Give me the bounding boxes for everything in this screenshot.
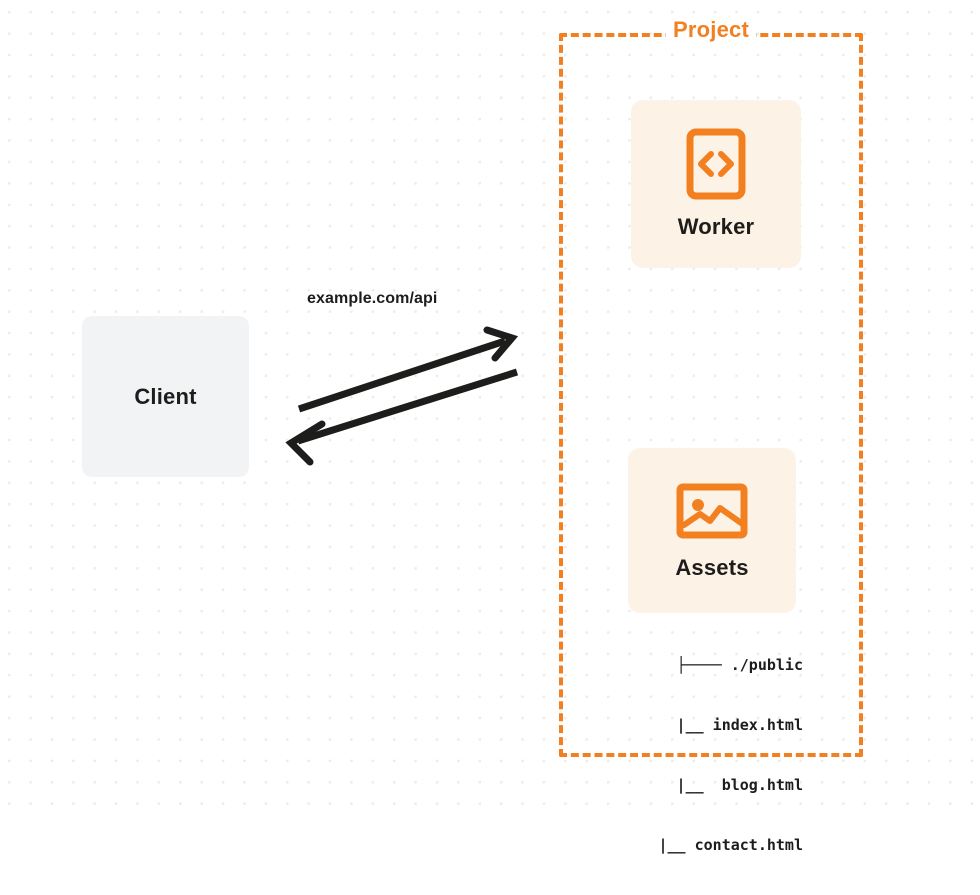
client-label: Client	[134, 383, 197, 409]
file-tree-line: |__ blog.html	[631, 776, 803, 794]
image-picture-icon	[676, 483, 748, 538]
diagram-canvas: Client example.com/api Project Worker	[0, 0, 980, 854]
client-node[interactable]: Client	[82, 316, 249, 477]
file-tree-line: ├──── ./public	[676, 656, 803, 674]
assets-label: Assets	[675, 554, 749, 580]
project-group: Project Worker Assets ├──── ./public |__…	[559, 17, 863, 854]
code-brackets-icon	[686, 128, 746, 200]
request-arrow	[297, 326, 519, 413]
assets-card[interactable]: Assets	[628, 448, 796, 613]
worker-card[interactable]: Worker	[631, 100, 801, 268]
project-title: Project	[666, 17, 756, 43]
worker-label: Worker	[677, 214, 755, 239]
assets-file-tree: ├──── ./public |__ index.html |__ blog.h…	[603, 615, 804, 895]
file-tree-line: |__ contact.html	[658, 836, 804, 854]
request-url-label: example.com/api	[307, 290, 438, 307]
response-arrow	[285, 368, 519, 466]
file-tree-line: |__ index.html	[631, 716, 803, 734]
